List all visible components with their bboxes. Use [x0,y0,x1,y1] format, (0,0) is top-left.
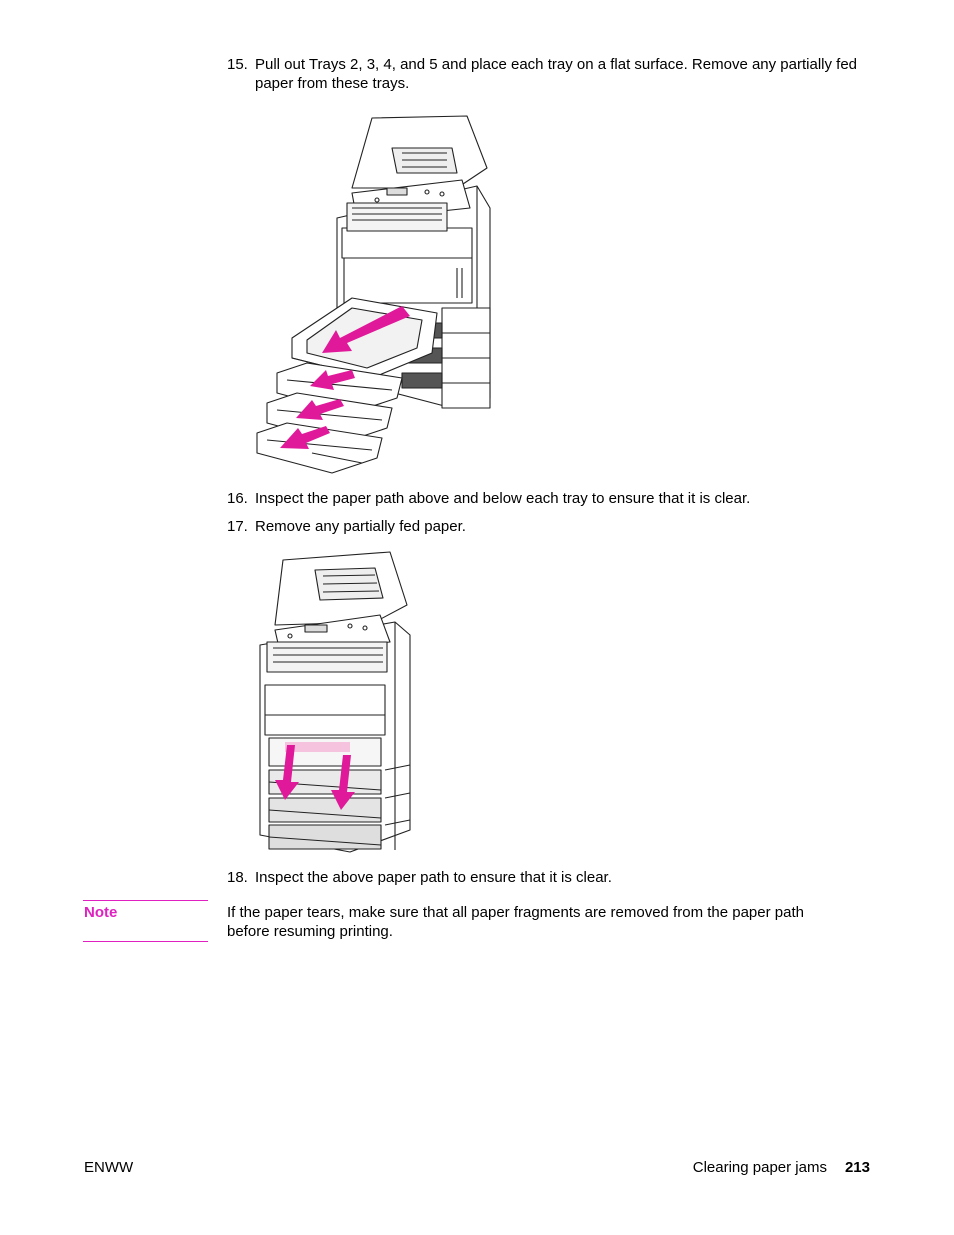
printer-trays-pulled-out-illustration [256,115,491,474]
step-18: 18. Inspect the above paper path to ensu… [227,868,867,887]
page-number: 213 [844,1159,870,1176]
step-number: 16. [227,490,248,507]
note-label: Note [84,904,118,921]
step-number: 18. [227,869,248,886]
step-number: 15. [227,56,248,73]
note-text: If the paper tears, make sure that all p… [227,904,804,940]
step-text: Inspect the paper path above and below e… [255,490,751,507]
step-16: 16. Inspect the paper path above and bel… [227,489,867,508]
step-number: 17. [227,518,248,535]
note-top-rule [83,900,208,901]
footer-page-info: Clearing paper jams 213 [693,1159,870,1176]
step-text: Pull out Trays 2, 3, 4, and 5 and place … [255,56,858,92]
footer-doc-id: ENWW [84,1159,134,1176]
step-15: 15. Pull out Trays 2, 3, 4, and 5 and pl… [227,55,867,93]
step-17: 17. Remove any partially fed paper. [227,517,867,536]
printer-paper-path-illustration [259,551,411,853]
step-text: Remove any partially fed paper. [255,518,466,535]
footer-section-title: Clearing paper jams [692,1159,827,1176]
step-text: Inspect the above paper path to ensure t… [255,869,612,886]
note-bottom-rule [83,941,208,942]
